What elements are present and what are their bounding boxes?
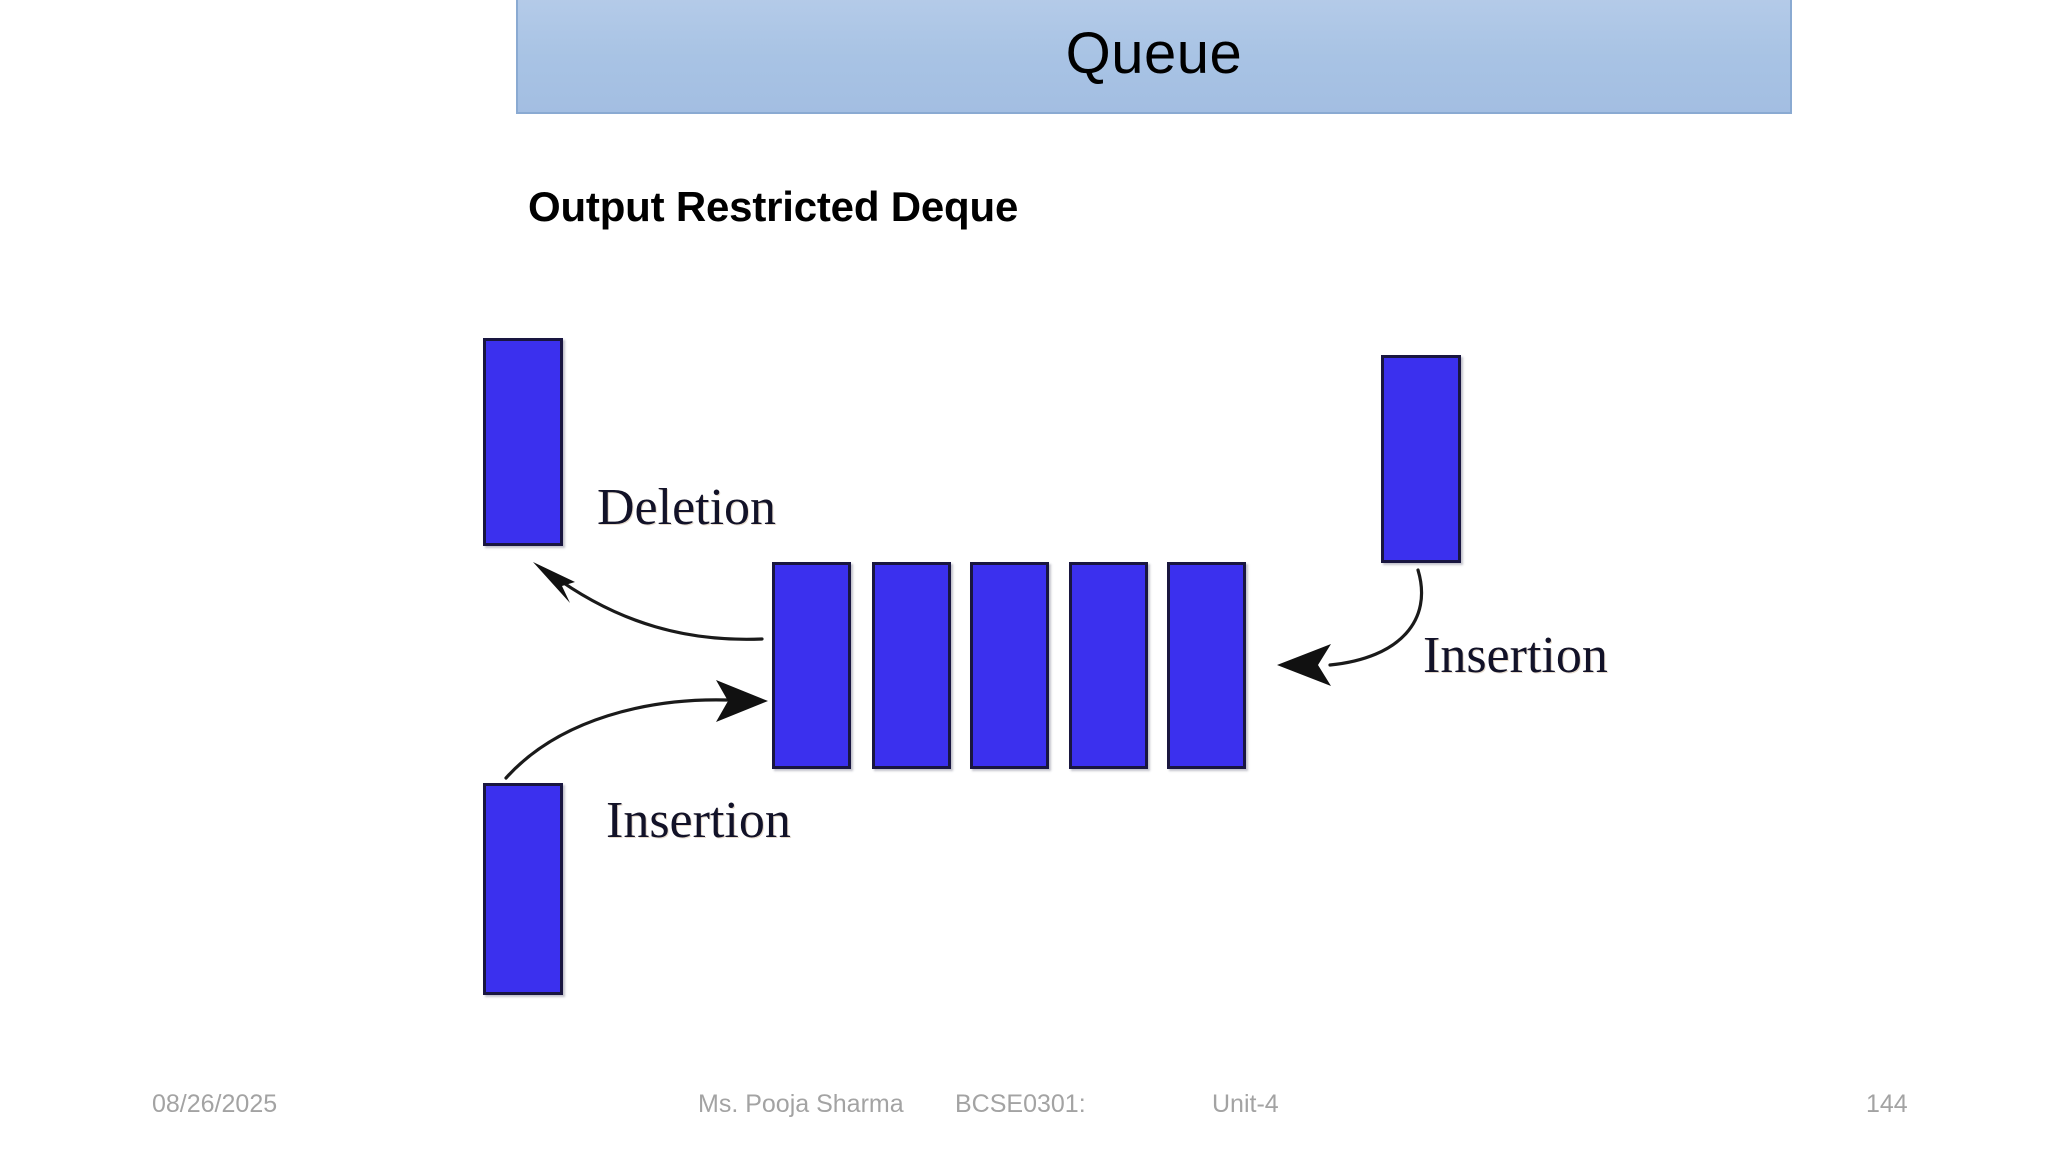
slide-footer: 08/26/2025 Ms. Pooja Sharma BCSE0301: Un… [0, 1090, 2048, 1138]
deque-element-insert-front [483, 783, 563, 995]
slide-title-banner: Queue [516, 0, 1792, 114]
slide-title: Queue [1065, 21, 1243, 86]
queue-element [970, 562, 1049, 769]
queue-element [1167, 562, 1246, 769]
footer-date: 08/26/2025 [152, 1090, 278, 1118]
footer-course: BCSE0301: [955, 1090, 1086, 1118]
footer-unit: Unit-4 [1212, 1090, 1279, 1118]
footer-author: Ms. Pooja Sharma [698, 1090, 904, 1118]
section-heading: Output Restricted Deque [528, 183, 1019, 230]
footer-page-number: 144 [1866, 1090, 1908, 1118]
deque-element-insert-rear [1381, 355, 1461, 563]
label-insertion-front: Insertion [606, 792, 791, 849]
queue-element [1069, 562, 1148, 769]
deque-element-deleted [483, 338, 563, 546]
queue-element [772, 562, 851, 769]
queue-element [872, 562, 951, 769]
label-deletion: Deletion [597, 479, 777, 536]
label-insertion-rear: Insertion [1423, 627, 1608, 684]
